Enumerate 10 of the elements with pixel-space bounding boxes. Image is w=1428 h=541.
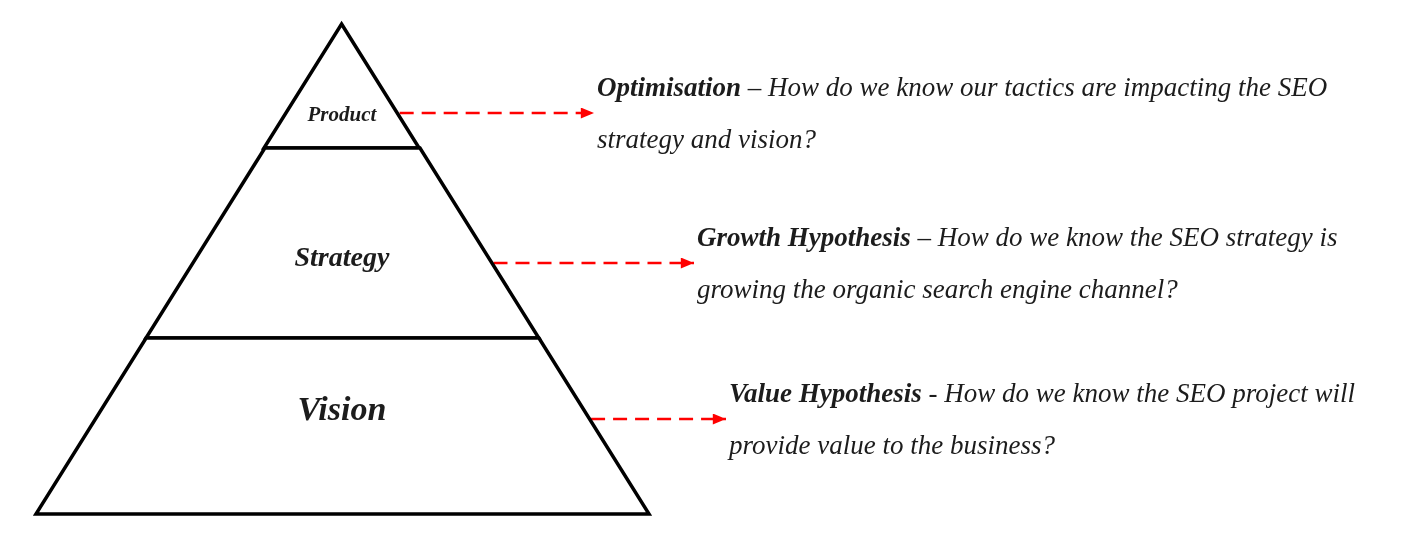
description-text: Optimisation – How do we know our tactics are impacting the SEO strategy and vision? (597, 61, 1397, 165)
tier-label: Product (307, 103, 377, 125)
description-text: Growth Hypothesis – How do we know the SEO strategy is growing the organic search engine channel? (697, 211, 1397, 315)
dashed-arrow (591, 413, 726, 425)
tier-label: Strategy (294, 243, 390, 271)
tier-label: Vision (297, 392, 387, 426)
description-text: Value Hypothesis - How do we know the SEO project will provide value to the business? (729, 367, 1419, 471)
dashed-arrow (399, 107, 594, 119)
dashed-arrow (493, 257, 694, 269)
pyramid-tier (30, 333, 654, 519)
